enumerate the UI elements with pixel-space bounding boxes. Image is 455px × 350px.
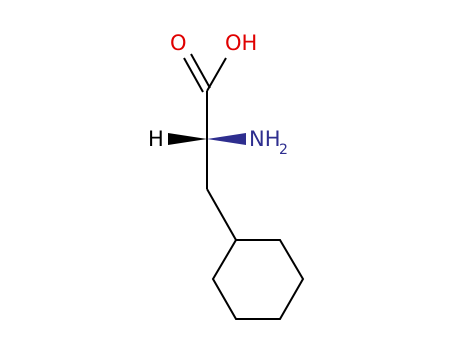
hydroxyl-bond bbox=[206, 57, 227, 92]
beta-ring-bond bbox=[206, 188, 237, 241]
amine-wedge-bond bbox=[207, 133, 246, 145]
carboxyl-group bbox=[183, 53, 227, 93]
hydrogen-wedge-bond bbox=[168, 133, 207, 145]
carbonyl-bond-left bbox=[183, 57, 204, 93]
cyclohexane-ring bbox=[211, 239, 305, 320]
carbonyl-oxygen-label: O bbox=[170, 31, 187, 55]
carbonyl-bond-right bbox=[190, 53, 211, 89]
hydroxyl-label: OH bbox=[225, 31, 257, 55]
amine-label: NH bbox=[249, 127, 281, 151]
hydrogen-label: H bbox=[148, 127, 164, 151]
amine-subscript-label: 2 bbox=[279, 142, 288, 158]
